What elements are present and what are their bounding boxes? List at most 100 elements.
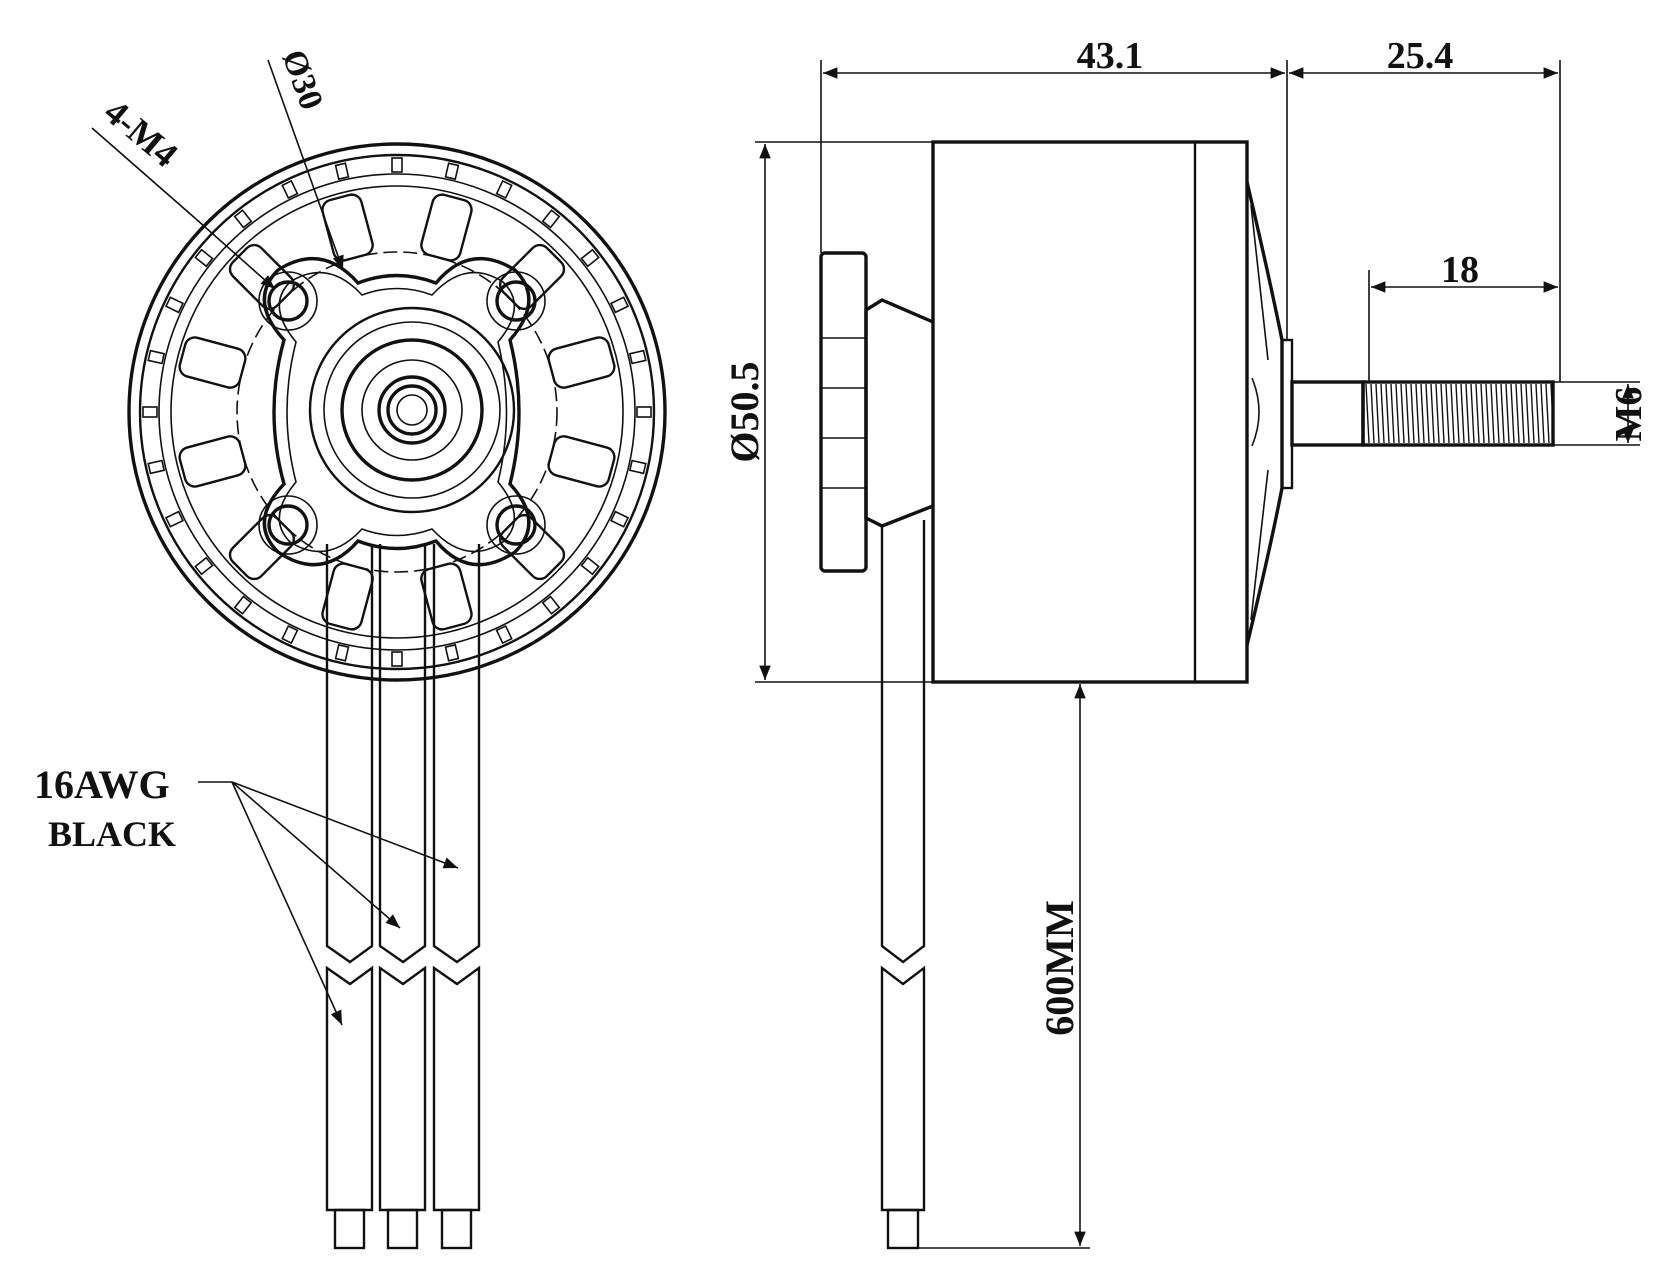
mount-hole-tr bbox=[495, 280, 537, 322]
ring-notch bbox=[281, 179, 299, 200]
thread-line bbox=[1530, 383, 1535, 444]
dim-thread-length: 18 bbox=[1441, 249, 1479, 291]
thread-line bbox=[1405, 383, 1410, 444]
thread-line bbox=[1425, 383, 1430, 444]
thread-line bbox=[1395, 383, 1400, 444]
dim-thread: M6 bbox=[1608, 387, 1650, 442]
hub-outer bbox=[308, 306, 516, 514]
thread-line bbox=[1495, 383, 1500, 444]
ring-notch bbox=[580, 556, 600, 576]
ring-notch bbox=[580, 248, 600, 268]
thread-line bbox=[1460, 383, 1465, 444]
side-view: 43.1 25.4 18 Ø50.5 M6 600MM bbox=[722, 35, 1650, 1250]
ring-notch bbox=[233, 209, 253, 229]
ring-notch bbox=[147, 459, 166, 475]
mount-hole-label: 4-M4 bbox=[97, 91, 186, 174]
bell-outer-ring bbox=[127, 142, 667, 682]
thread-line bbox=[1515, 383, 1520, 444]
hub-boss bbox=[340, 338, 484, 482]
bearing-inner bbox=[377, 375, 447, 445]
mount-holes bbox=[258, 271, 546, 555]
thread-line bbox=[1485, 383, 1490, 444]
ring-notch bbox=[609, 296, 630, 314]
ring-notch bbox=[391, 651, 403, 667]
thread-line bbox=[1375, 383, 1380, 444]
ring-notch bbox=[628, 459, 647, 475]
vent-pocket bbox=[228, 513, 296, 581]
wire-leader-1 bbox=[231, 781, 459, 869]
thread-line bbox=[1390, 383, 1395, 444]
lead-3 bbox=[432, 544, 481, 1250]
mount-hole-br bbox=[495, 504, 537, 546]
bell-ring-3 bbox=[158, 173, 636, 651]
rear-flange bbox=[819, 251, 868, 573]
dim-shaft-length: 25.4 bbox=[1387, 35, 1454, 77]
ring-notch bbox=[164, 296, 185, 314]
thread-line bbox=[1440, 383, 1445, 444]
wire-label-line1: 16AWG bbox=[34, 762, 170, 807]
mount-circle-leader bbox=[267, 59, 344, 271]
vent-pocket bbox=[178, 336, 247, 389]
thread-line bbox=[1400, 383, 1405, 444]
thread-line bbox=[1500, 383, 1505, 444]
thread-line bbox=[1455, 383, 1460, 444]
wire-leader-3 bbox=[231, 781, 343, 1026]
front-view: 4-M4 Ø30 16AWG BLACK bbox=[34, 45, 667, 1250]
dim-lead-length: 600MM bbox=[1037, 900, 1082, 1036]
bearing-outer bbox=[361, 359, 463, 461]
thread-line bbox=[1545, 383, 1550, 444]
thread-line bbox=[1380, 383, 1385, 444]
vent-pocket bbox=[547, 435, 616, 488]
mount-hole-leader-a bbox=[91, 127, 197, 220]
ring-notch bbox=[609, 510, 630, 528]
thread-line bbox=[1490, 383, 1495, 444]
thread-line bbox=[1365, 383, 1370, 444]
dim-diameter: Ø50.5 bbox=[722, 361, 767, 462]
lead-1 bbox=[325, 544, 374, 1250]
lead-2 bbox=[378, 544, 427, 1250]
thread-line bbox=[1470, 383, 1475, 444]
vent-pocket bbox=[321, 562, 374, 631]
vent-pocket bbox=[420, 562, 473, 631]
thread-line bbox=[1410, 383, 1415, 444]
thread-line bbox=[1535, 383, 1540, 444]
shaft-end bbox=[386, 384, 438, 436]
ring-notch bbox=[628, 349, 647, 365]
side-lead bbox=[880, 520, 926, 1250]
ring-notch bbox=[495, 624, 513, 645]
front-fan bbox=[1245, 181, 1284, 646]
mount-hole-tl bbox=[267, 280, 309, 322]
ring-notches bbox=[142, 157, 652, 667]
ring-notch bbox=[194, 248, 214, 268]
ring-notch bbox=[444, 162, 460, 181]
thread-line bbox=[1445, 383, 1450, 444]
mount-circle-label: Ø30 bbox=[274, 45, 329, 114]
thread-line bbox=[1435, 383, 1440, 444]
ring-notch bbox=[147, 349, 166, 365]
thread-line bbox=[1475, 383, 1480, 444]
ring-notch bbox=[334, 643, 350, 662]
motor-leads bbox=[325, 544, 481, 1250]
vent-pocket bbox=[498, 243, 566, 311]
thread-line bbox=[1465, 383, 1470, 444]
thread-line bbox=[1510, 383, 1515, 444]
ring-notch bbox=[391, 157, 403, 173]
thread-line bbox=[1370, 383, 1375, 444]
ring-notch bbox=[194, 556, 214, 576]
thread-line bbox=[1520, 383, 1525, 444]
bell-ring-4 bbox=[170, 185, 624, 639]
mount-hole-bl bbox=[267, 504, 309, 546]
wire-label-line2: BLACK bbox=[48, 814, 176, 854]
x-mount-plate-inner bbox=[278, 271, 516, 553]
wire-leader-2 bbox=[231, 781, 401, 929]
thread-line bbox=[1415, 383, 1420, 444]
vent-pocket bbox=[420, 193, 473, 262]
mount-pattern-circle bbox=[236, 251, 558, 573]
hub-ring bbox=[323, 321, 501, 499]
rear-cap bbox=[864, 298, 934, 528]
thread-line bbox=[1450, 383, 1455, 444]
vent-pocket bbox=[178, 435, 247, 488]
thread-line bbox=[1505, 383, 1510, 444]
thread-hatch bbox=[1365, 383, 1555, 444]
